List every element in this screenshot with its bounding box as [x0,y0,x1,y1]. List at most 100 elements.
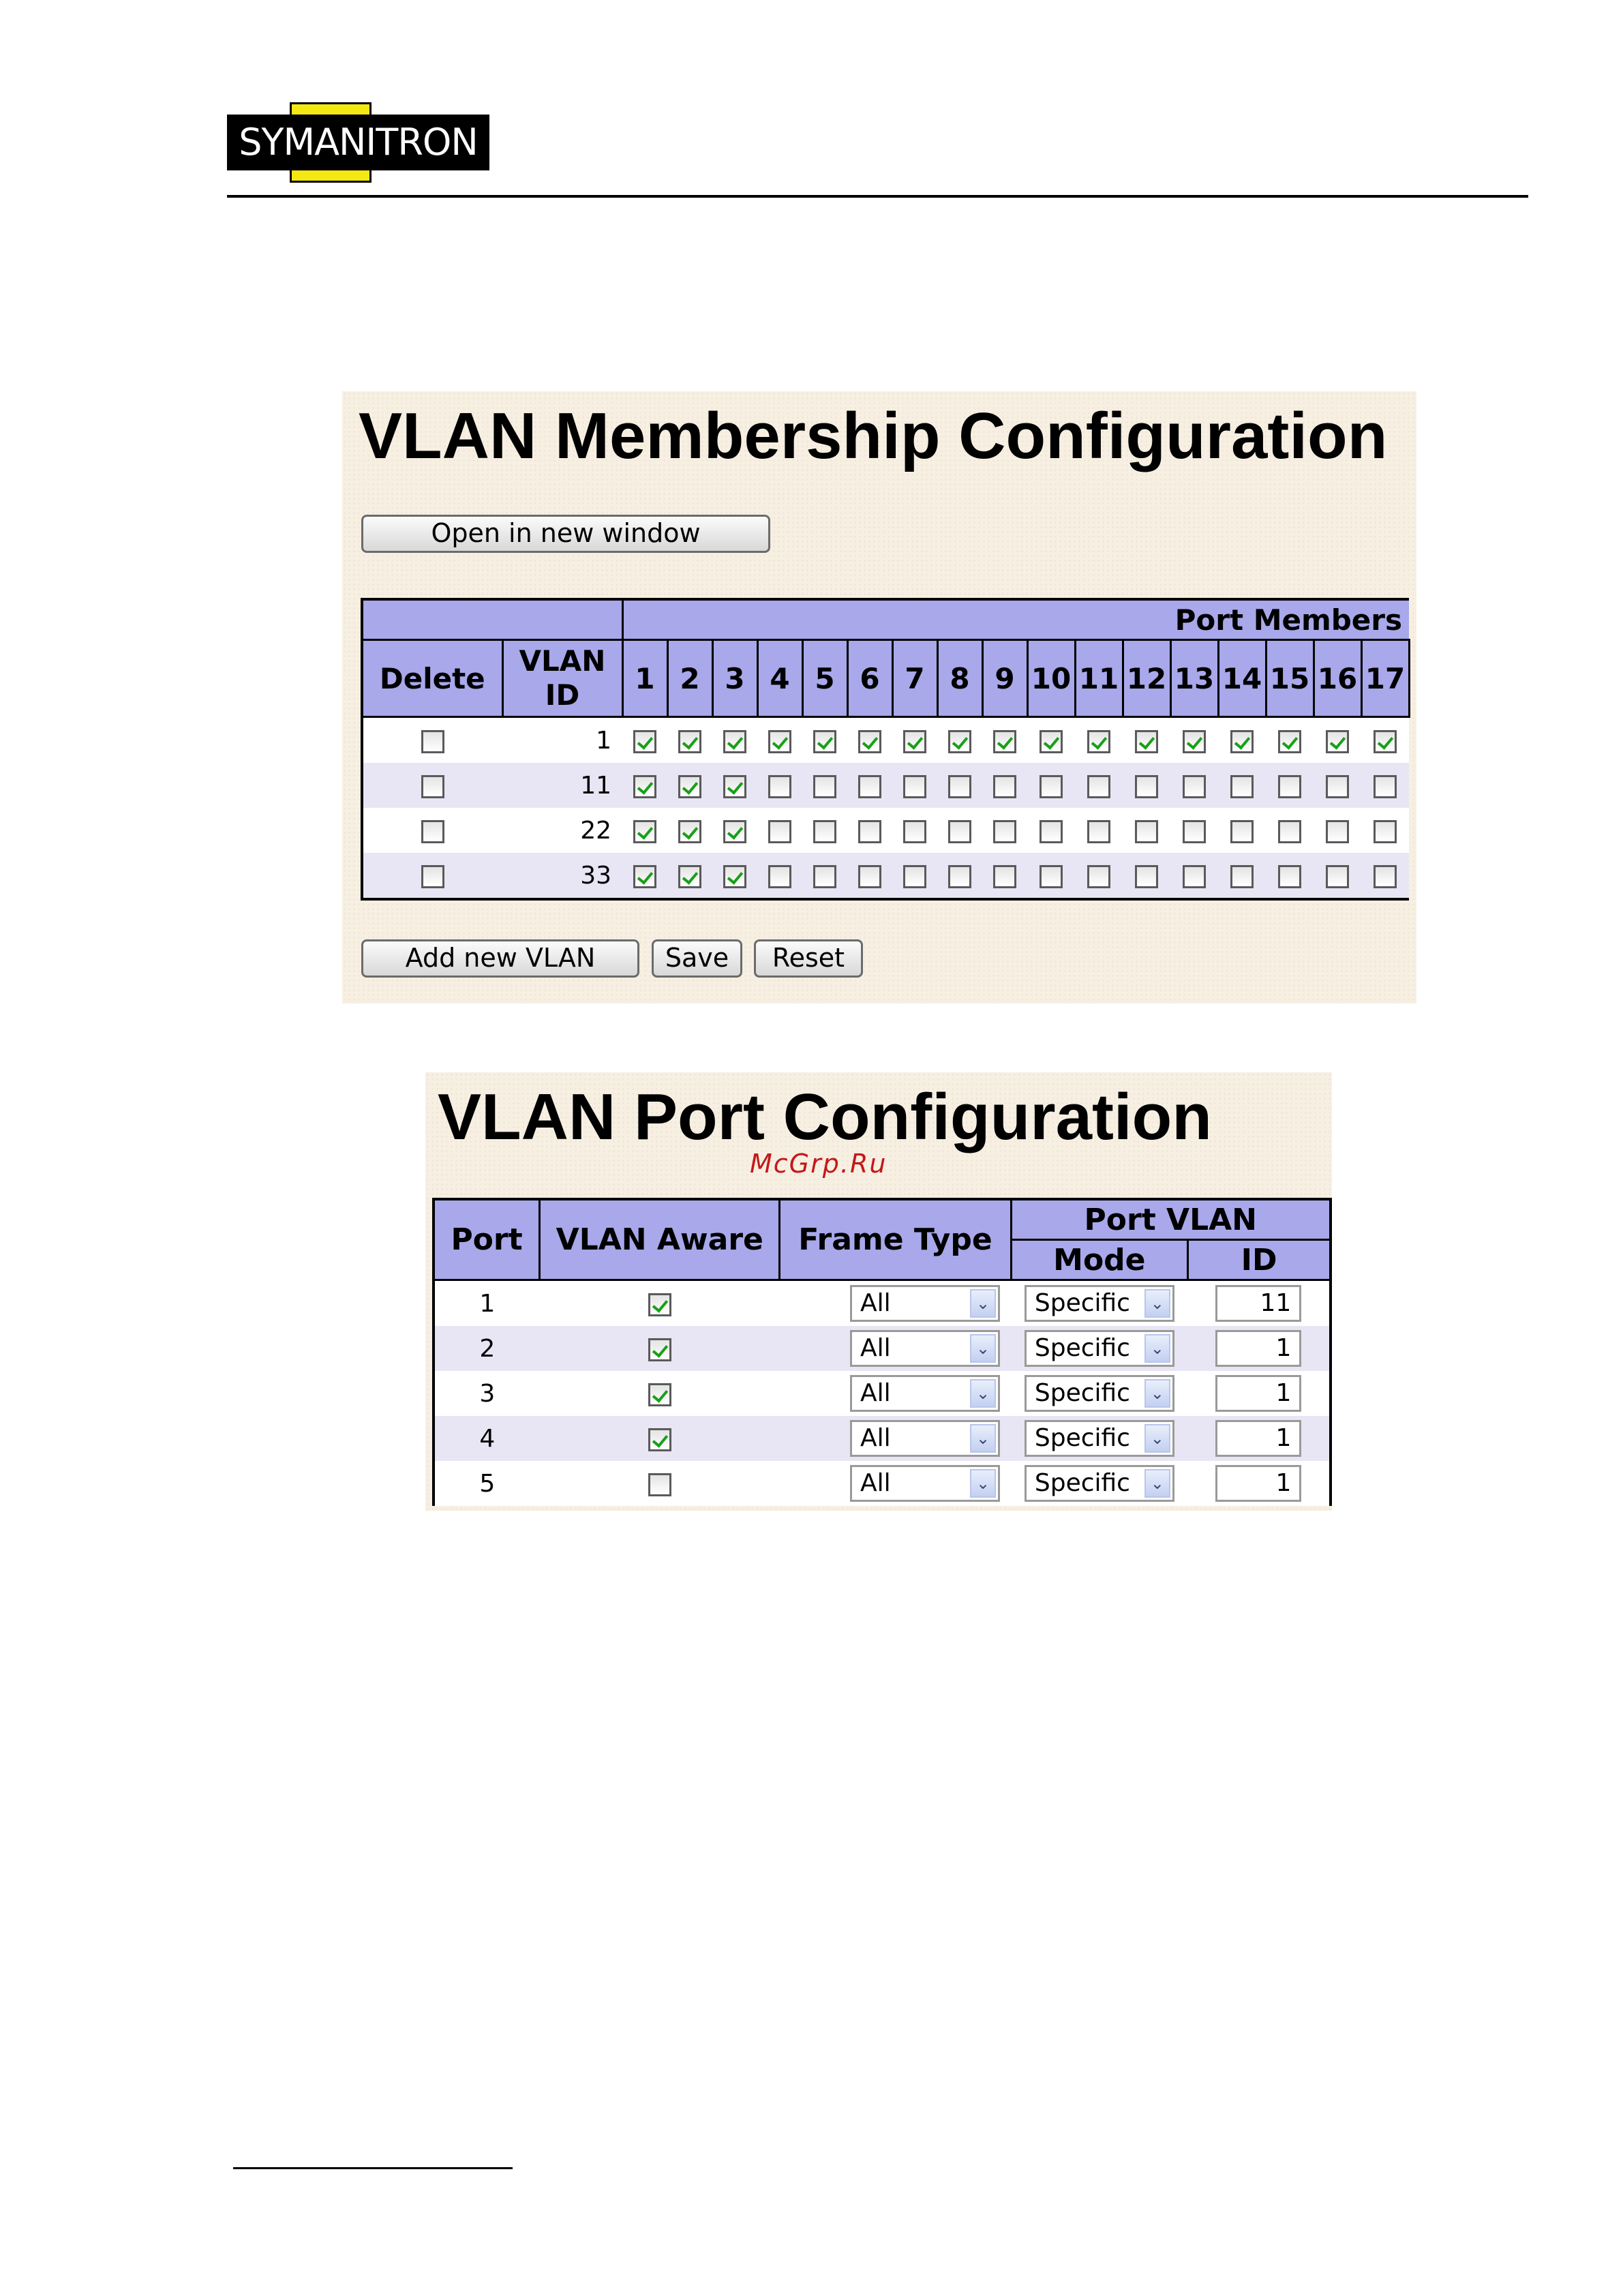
port-member-checkbox[interactable] [813,819,836,843]
port-member-checkbox[interactable] [1374,819,1397,843]
port-member-checkbox[interactable] [633,774,656,798]
mode-select[interactable]: Specific⌄ [1024,1285,1174,1322]
port-member-checkbox[interactable] [1278,774,1301,798]
port-member-checkbox[interactable] [1087,729,1110,753]
pvid-input[interactable]: 1 [1215,1420,1302,1457]
mode-select[interactable]: Specific⌄ [1024,1465,1174,1502]
port-member-checkbox[interactable] [1040,729,1063,753]
port-member-checkbox[interactable] [723,729,746,753]
frame-type-select[interactable]: All⌄ [850,1375,1001,1412]
port-member-checkbox[interactable] [768,819,791,843]
delete-checkbox[interactable] [421,774,444,798]
port-member-checkbox[interactable] [723,819,746,843]
frame-type-select[interactable]: All⌄ [850,1285,1001,1322]
port-member-checkbox[interactable] [1326,864,1349,888]
chevron-down-icon[interactable]: ⌄ [970,1379,997,1408]
port-member-checkbox[interactable] [633,819,656,843]
port-member-checkbox[interactable] [1230,729,1254,753]
port-member-checkbox[interactable] [858,864,881,888]
port-member-checkbox[interactable] [1230,819,1254,843]
port-member-checkbox[interactable] [678,819,701,843]
port-member-checkbox[interactable] [1087,819,1110,843]
add-new-vlan-button[interactable]: Add new VLAN [361,939,639,978]
vlan-aware-checkbox[interactable] [648,1338,671,1361]
port-member-checkbox[interactable] [1087,774,1110,798]
port-member-checkbox[interactable] [633,864,656,888]
port-member-checkbox[interactable] [1374,729,1397,753]
port-member-checkbox[interactable] [678,774,701,798]
port-member-checkbox[interactable] [1183,819,1206,843]
port-member-checkbox[interactable] [858,729,881,753]
delete-checkbox[interactable] [421,729,444,753]
vlan-aware-checkbox[interactable] [648,1428,671,1451]
port-member-checkbox[interactable] [1135,774,1158,798]
port-member-checkbox[interactable] [678,864,701,888]
port-member-checkbox[interactable] [1278,864,1301,888]
delete-checkbox[interactable] [421,864,444,888]
port-member-checkbox[interactable] [1040,819,1063,843]
port-member-checkbox[interactable] [813,864,836,888]
port-member-checkbox[interactable] [768,729,791,753]
port-member-checkbox[interactable] [903,774,926,798]
port-member-checkbox[interactable] [1230,864,1254,888]
pvid-input[interactable]: 1 [1215,1330,1302,1367]
port-member-checkbox[interactable] [993,864,1016,888]
port-member-checkbox[interactable] [858,819,881,843]
port-member-checkbox[interactable] [1183,864,1206,888]
reset-button[interactable]: Reset [754,939,863,978]
vlan-aware-checkbox[interactable] [648,1383,671,1406]
port-member-checkbox[interactable] [1087,864,1110,888]
port-member-checkbox[interactable] [1135,819,1158,843]
port-member-checkbox[interactable] [903,864,926,888]
port-member-checkbox[interactable] [1326,774,1349,798]
port-member-checkbox[interactable] [1278,819,1301,843]
port-member-checkbox[interactable] [678,729,701,753]
port-member-checkbox[interactable] [723,864,746,888]
delete-checkbox[interactable] [421,819,444,843]
chevron-down-icon[interactable]: ⌄ [1144,1469,1170,1498]
vlan-aware-checkbox[interactable] [648,1293,671,1316]
port-member-checkbox[interactable] [993,729,1016,753]
vlan-aware-checkbox[interactable] [648,1472,671,1496]
chevron-down-icon[interactable]: ⌄ [970,1289,997,1318]
pvid-input[interactable]: 1 [1215,1465,1302,1502]
chevron-down-icon[interactable]: ⌄ [970,1469,997,1498]
frame-type-select[interactable]: All⌄ [850,1420,1001,1457]
port-member-checkbox[interactable] [1183,729,1206,753]
frame-type-select[interactable]: All⌄ [850,1330,1001,1367]
chevron-down-icon[interactable]: ⌄ [1144,1424,1170,1453]
mode-select[interactable]: Specific⌄ [1024,1420,1174,1457]
port-member-checkbox[interactable] [948,729,971,753]
chevron-down-icon[interactable]: ⌄ [1144,1289,1170,1318]
port-member-checkbox[interactable] [1183,774,1206,798]
mode-select[interactable]: Specific⌄ [1024,1375,1174,1412]
chevron-down-icon[interactable]: ⌄ [970,1424,997,1453]
pvid-input[interactable]: 11 [1215,1285,1302,1322]
port-member-checkbox[interactable] [903,819,926,843]
port-member-checkbox[interactable] [768,774,791,798]
open-in-new-window-button[interactable]: Open in new window [361,515,770,553]
chevron-down-icon[interactable]: ⌄ [1144,1334,1170,1363]
port-member-checkbox[interactable] [993,774,1016,798]
port-member-checkbox[interactable] [1040,774,1063,798]
port-member-checkbox[interactable] [1374,774,1397,798]
frame-type-select[interactable]: All⌄ [850,1465,1001,1502]
port-member-checkbox[interactable] [813,729,836,753]
port-member-checkbox[interactable] [813,774,836,798]
port-member-checkbox[interactable] [1230,774,1254,798]
mode-select[interactable]: Specific⌄ [1024,1330,1174,1367]
save-button[interactable]: Save [652,939,742,978]
port-member-checkbox[interactable] [1040,864,1063,888]
port-member-checkbox[interactable] [1374,864,1397,888]
port-member-checkbox[interactable] [723,774,746,798]
port-member-checkbox[interactable] [903,729,926,753]
port-member-checkbox[interactable] [1135,729,1158,753]
port-member-checkbox[interactable] [1326,729,1349,753]
chevron-down-icon[interactable]: ⌄ [1144,1379,1170,1408]
port-member-checkbox[interactable] [1326,819,1349,843]
port-member-checkbox[interactable] [993,819,1016,843]
port-member-checkbox[interactable] [1278,729,1301,753]
port-member-checkbox[interactable] [768,864,791,888]
port-member-checkbox[interactable] [858,774,881,798]
chevron-down-icon[interactable]: ⌄ [970,1334,997,1363]
